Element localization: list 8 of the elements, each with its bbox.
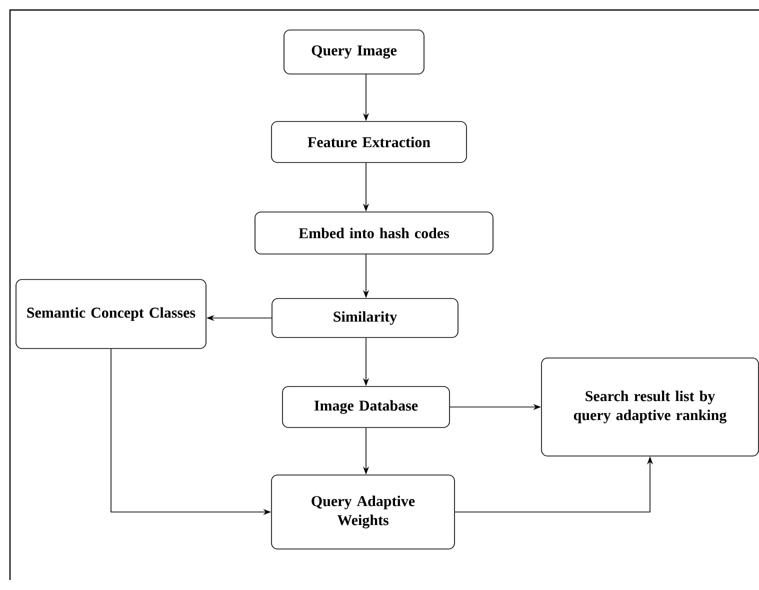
- process-box: Embed into hash codes: [254, 212, 494, 254]
- process-box: Similarity: [272, 298, 458, 338]
- process-box: Image Database: [282, 386, 450, 428]
- process-box: Search result list by query adaptive ranking: [541, 358, 759, 456]
- process-box: Semantic Concept Classes: [16, 279, 206, 349]
- process-box: Feature Extraction: [271, 121, 467, 163]
- process-box: Query Image: [284, 30, 424, 74]
- process-box: Query Adaptive Weights: [271, 474, 455, 550]
